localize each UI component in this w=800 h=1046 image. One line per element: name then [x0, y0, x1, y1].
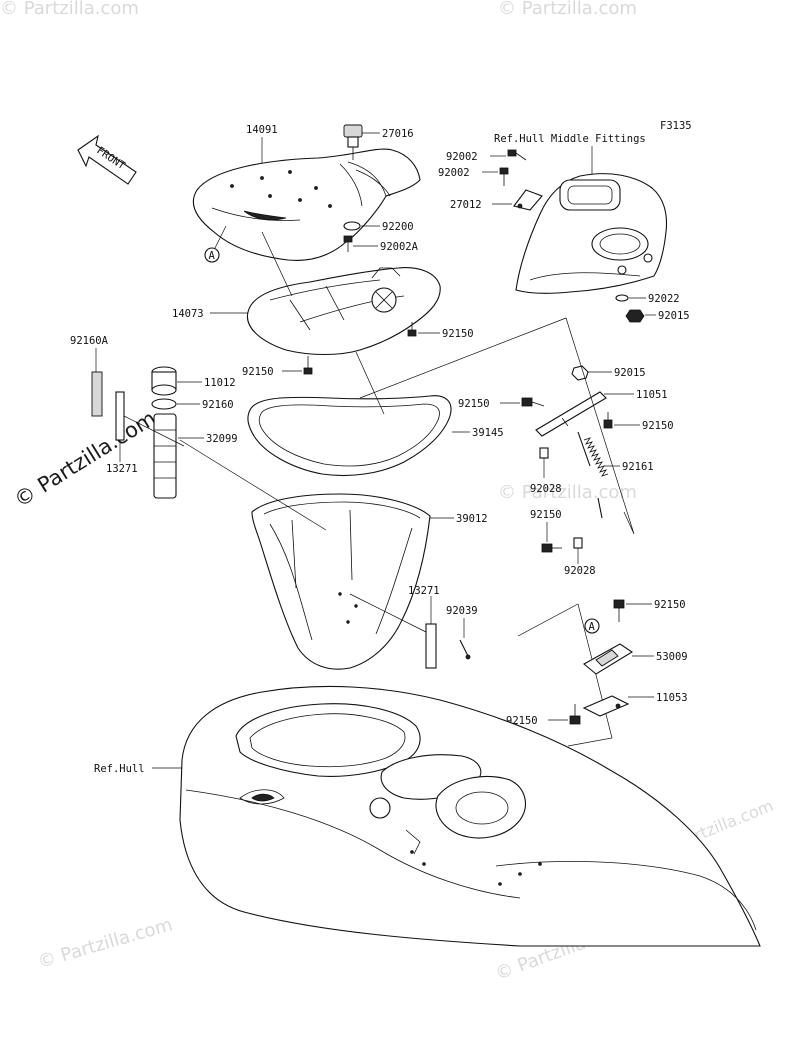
part-label-92039: 92039 — [446, 605, 478, 617]
bolt-92150-latch-bottom — [569, 704, 581, 725]
plate-13271-left — [115, 391, 125, 441]
holder-32099 — [153, 413, 177, 499]
watermark-tile-1: © Partzilla.com — [0, 0, 139, 19]
part-label-11012: 11012 — [204, 377, 236, 389]
leader-plate-to-holder — [123, 415, 185, 447]
part-label-11051: 11051 — [636, 389, 668, 401]
part-label-14073: 14073 — [172, 308, 204, 320]
callout-a-latch — [584, 618, 600, 634]
collar-92028-upper — [539, 447, 549, 459]
part-label-27012: 27012 — [450, 199, 482, 211]
part-label-92002A: 92002A — [380, 241, 419, 253]
part-label-39012: 39012 — [456, 513, 488, 525]
part-label-92150-frame-right: 92150 — [442, 328, 474, 340]
bolt-92150-frame-bottom — [303, 356, 313, 375]
bolt-92150-hinge-right — [603, 412, 613, 429]
part-label-13271-left: 13271 — [106, 463, 138, 475]
collar-92028-lower — [573, 537, 583, 549]
part-label-92028-upper: 92028 — [530, 483, 562, 495]
figure-code: F3135 — [660, 120, 692, 132]
leader-hinge-group-outline — [359, 317, 635, 535]
part-label-27016: 27016 — [382, 128, 414, 140]
cap-11012 — [151, 366, 177, 396]
part-label-92150-latch-top: 92150 — [654, 599, 686, 611]
pin-92039 — [459, 639, 471, 660]
screw-92002-lower — [499, 167, 509, 186]
ref-hull-middle-fittings-label: Ref.Hull Middle Fittings — [494, 133, 646, 145]
leader-holder-to-bin — [179, 439, 327, 531]
bracket-27012 — [513, 189, 543, 211]
part-label-11053: 11053 — [656, 692, 688, 704]
screw-92002-top — [507, 149, 527, 161]
part-label-92150-frame-bottom: 92150 — [242, 366, 274, 378]
part-label-92015-top: 92015 — [658, 310, 690, 322]
part-label-92200: 92200 — [382, 221, 414, 233]
gasket-92160 — [151, 398, 177, 410]
callout-a-seat-letter: A — [209, 250, 216, 262]
part-label-92002-top: 92002 — [446, 151, 478, 163]
nut-92015-top — [625, 309, 645, 323]
bolt-92002A — [343, 235, 353, 252]
part-label-92002-lower: 92002 — [438, 167, 470, 179]
ref-hull-label: Ref.Hull — [94, 763, 145, 775]
part-label-53009: 53009 — [656, 651, 688, 663]
hinge-arm-11051 — [535, 391, 607, 437]
gas-spring-92161 — [577, 431, 609, 519]
part-label-92160A: 92160A — [70, 335, 109, 347]
leader-bin-to-plate — [349, 593, 427, 633]
washer-92200 — [343, 221, 361, 231]
part-label-39145: 39145 — [472, 427, 504, 439]
callout-a-seat — [204, 247, 220, 263]
storage-bin-39012 — [251, 493, 431, 670]
gasket-39145 — [247, 395, 452, 476]
part-label-32099: 32099 — [206, 433, 238, 445]
leader-callout-a-seat — [214, 225, 227, 249]
watermark-tile-4: © Partzilla.com — [36, 914, 175, 972]
seat-cover-14091 — [192, 148, 421, 261]
leader-seat-to-frame — [261, 231, 293, 297]
watermark-tile-3: © Partzilla.com — [498, 482, 637, 503]
hull-middle-fitting-panel — [515, 173, 668, 294]
latch-53009 — [583, 643, 634, 675]
hull-deck — [179, 685, 761, 947]
part-label-92150-hinge-right: 92150 — [642, 420, 674, 432]
part-label-92150-spring-bottom: 92150 — [530, 509, 562, 521]
part-label-13271-right: 13271 — [408, 585, 440, 597]
strip-92160A — [91, 371, 103, 417]
part-label-92015-hinge: 92015 — [614, 367, 646, 379]
part-label-92160: 92160 — [202, 399, 234, 411]
washer-92022 — [615, 294, 629, 302]
part-label-92028-lower: 92028 — [564, 565, 596, 577]
bolt-92150-frame-right — [407, 322, 417, 337]
watermark-tile-2: © Partzilla.com — [498, 0, 637, 19]
partzilla-watermark: © Partzilla.com — [10, 406, 160, 512]
bolt-92150-latch-top — [613, 599, 625, 622]
callout-a-latch-letter: A — [589, 621, 596, 633]
leader-frame-to-gasket — [355, 351, 385, 415]
part-label-92150-hinge-left: 92150 — [458, 398, 490, 410]
part-label-92161: 92161 — [622, 461, 654, 473]
nut-92015-hinge — [571, 365, 589, 381]
front-arrow-icon: FRONT — [77, 134, 137, 185]
seat-frame-14073 — [246, 267, 441, 355]
bolt-92150-hinge-left — [521, 397, 545, 407]
bracket-11053 — [582, 695, 630, 717]
bolt-92150-spring-bottom — [541, 543, 562, 553]
part-label-14091: 14091 — [246, 124, 278, 136]
part-label-92022: 92022 — [648, 293, 680, 305]
plate-13271-right — [425, 623, 437, 669]
latch-knob-27016 — [343, 124, 363, 160]
